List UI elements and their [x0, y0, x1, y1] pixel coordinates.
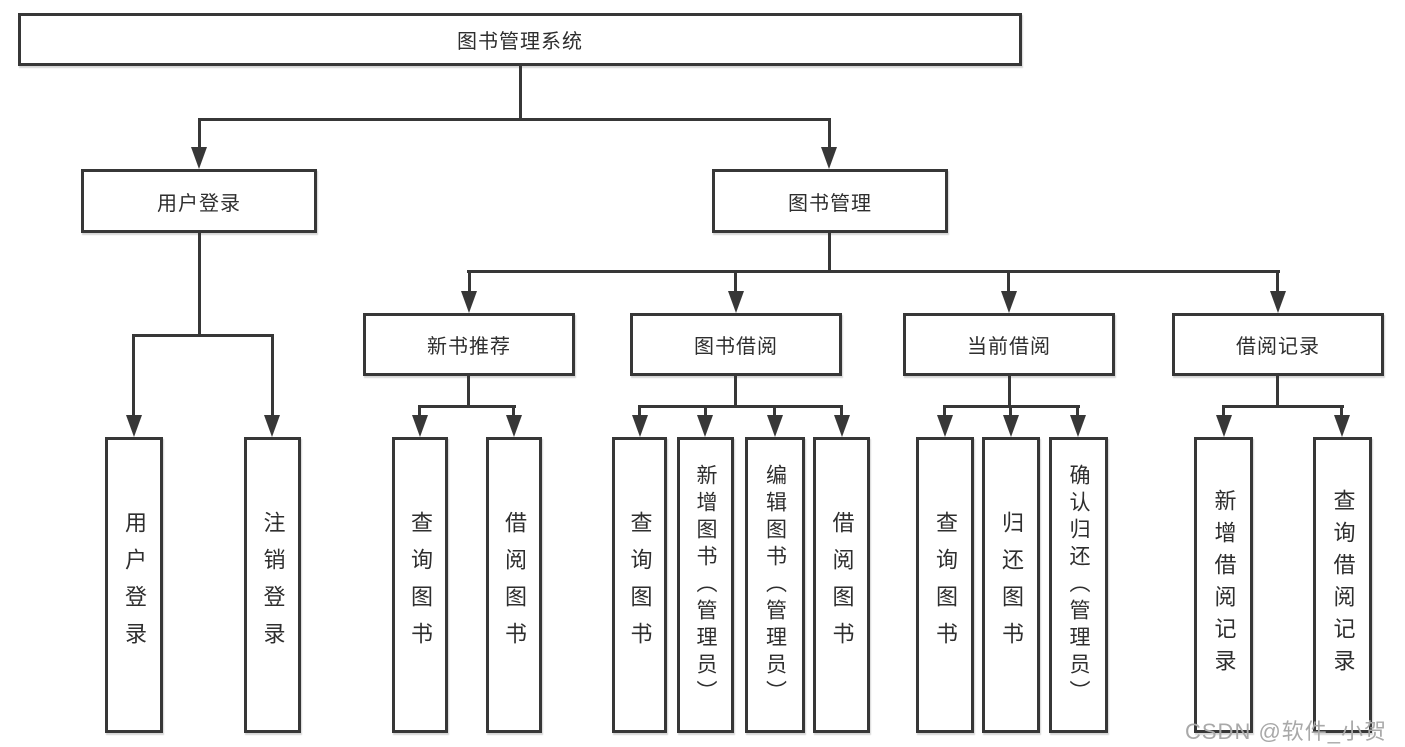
- connector-line: [704, 408, 707, 416]
- connector-line: [1276, 273, 1279, 292]
- leaf-logout: 注销登录: [244, 437, 301, 733]
- connector-line: [512, 408, 515, 416]
- connector-line: [734, 273, 737, 292]
- arrow-down-icon: [264, 415, 280, 437]
- leaf-edit-book-admin-label: 编辑图书（管理员）: [763, 463, 787, 707]
- connector-line: [1340, 408, 1343, 416]
- leaf-add-book-admin-label: 新增图书（管理员）: [694, 463, 717, 707]
- connector-line: [1222, 408, 1225, 416]
- arrow-down-icon: [937, 415, 953, 437]
- arrow-down-icon: [1003, 415, 1019, 437]
- leaf-borrow-books-2-label: 借阅图书: [829, 511, 855, 659]
- node-root: 图书管理系统: [18, 13, 1022, 66]
- leaf-borrow-books-1: 借阅图书: [486, 437, 542, 733]
- connector-line: [1008, 376, 1011, 407]
- node-current-borrow-label: 当前借阅: [967, 336, 1051, 358]
- arrow-down-icon: [191, 147, 207, 169]
- node-book-management: 图书管理: [712, 169, 948, 233]
- connector-line: [1076, 408, 1079, 416]
- leaf-edit-book-admin: 编辑图书（管理员）: [745, 437, 805, 733]
- connector-line: [840, 408, 843, 416]
- connector-line: [734, 376, 737, 407]
- connector-line: [638, 405, 843, 408]
- leaf-query-books-2-label: 查询图书: [627, 511, 653, 659]
- arrow-down-icon: [632, 415, 648, 437]
- watermark: CSDN @软件_小贺同学: [1185, 719, 1388, 744]
- arrow-down-icon: [1070, 415, 1086, 437]
- node-user-login-label: 用户登录: [157, 192, 241, 215]
- arrow-down-icon: [834, 415, 850, 437]
- leaf-query-books-1-label: 查询图书: [408, 511, 433, 659]
- leaf-user-login: 用户登录: [105, 437, 163, 733]
- arrow-down-icon: [1001, 291, 1017, 313]
- leaf-query-books-2: 查询图书: [612, 437, 667, 733]
- arrow-down-icon: [126, 415, 142, 437]
- arrow-down-icon: [697, 415, 713, 437]
- connector-line: [1009, 408, 1012, 416]
- connector-line: [271, 337, 274, 417]
- connector-line: [943, 405, 1080, 408]
- connector-line: [132, 334, 274, 337]
- connector-line: [467, 270, 1280, 273]
- leaf-add-borrow-record-label: 新增借阅记录: [1211, 489, 1237, 681]
- leaf-borrow-books-1-label: 借阅图书: [502, 511, 527, 659]
- arrow-down-icon: [821, 147, 837, 169]
- connector-line: [828, 121, 831, 148]
- node-borrow-records: 借阅记录: [1172, 313, 1384, 376]
- leaf-confirm-return-admin-label: 确认归还（管理员）: [1067, 463, 1090, 707]
- leaf-borrow-books-2: 借阅图书: [813, 437, 870, 733]
- leaf-user-login-label: 用户登录: [122, 511, 147, 659]
- arrow-down-icon: [1270, 291, 1286, 313]
- arrow-down-icon: [1216, 415, 1232, 437]
- connector-line: [132, 337, 135, 417]
- leaf-query-books-1: 查询图书: [392, 437, 448, 733]
- connector-line: [638, 408, 641, 416]
- connector-line: [467, 376, 470, 407]
- node-root-label: 图书管理系统: [457, 31, 583, 53]
- node-borrow-records-label: 借阅记录: [1236, 336, 1320, 358]
- connector-line: [418, 408, 421, 416]
- leaf-query-books-3: 查询图书: [916, 437, 974, 733]
- arrow-down-icon: [412, 415, 428, 437]
- arrow-down-icon: [767, 415, 783, 437]
- connector-line: [943, 408, 946, 416]
- connector-line: [198, 121, 201, 148]
- leaf-add-borrow-record: 新增借阅记录: [1194, 437, 1253, 733]
- connector-line: [468, 273, 471, 292]
- connector-line: [198, 233, 201, 336]
- connector-line: [1276, 376, 1279, 407]
- leaf-logout-label: 注销登录: [260, 511, 286, 659]
- arrow-down-icon: [506, 415, 522, 437]
- leaf-add-book-admin: 新增图书（管理员）: [677, 437, 734, 733]
- connector-line: [418, 405, 516, 408]
- node-book-management-label: 图书管理: [788, 192, 872, 215]
- node-book-borrow-label: 图书借阅: [694, 336, 778, 358]
- connector-line: [773, 408, 776, 416]
- connector-line: [519, 66, 522, 121]
- node-book-borrow: 图书借阅: [630, 313, 842, 376]
- leaf-query-borrow-record-label: 查询借阅记录: [1330, 489, 1356, 681]
- arrow-down-icon: [1334, 415, 1350, 437]
- arrow-down-icon: [728, 291, 744, 313]
- leaf-query-books-3-label: 查询图书: [933, 511, 958, 659]
- leaf-return-book-label: 归还图书: [999, 511, 1024, 659]
- connector-line: [1222, 405, 1344, 408]
- node-user-login: 用户登录: [81, 169, 317, 233]
- connector-line: [1007, 273, 1010, 292]
- node-current-borrow: 当前借阅: [903, 313, 1115, 376]
- node-new-book-recommend: 新书推荐: [363, 313, 575, 376]
- node-new-book-recommend-label: 新书推荐: [427, 336, 511, 358]
- connector-line: [198, 118, 831, 121]
- arrow-down-icon: [461, 291, 477, 313]
- leaf-confirm-return-admin: 确认归还（管理员）: [1049, 437, 1108, 733]
- leaf-query-borrow-record: 查询借阅记录: [1313, 437, 1372, 733]
- leaf-return-book: 归还图书: [982, 437, 1040, 733]
- connector-line: [828, 233, 831, 272]
